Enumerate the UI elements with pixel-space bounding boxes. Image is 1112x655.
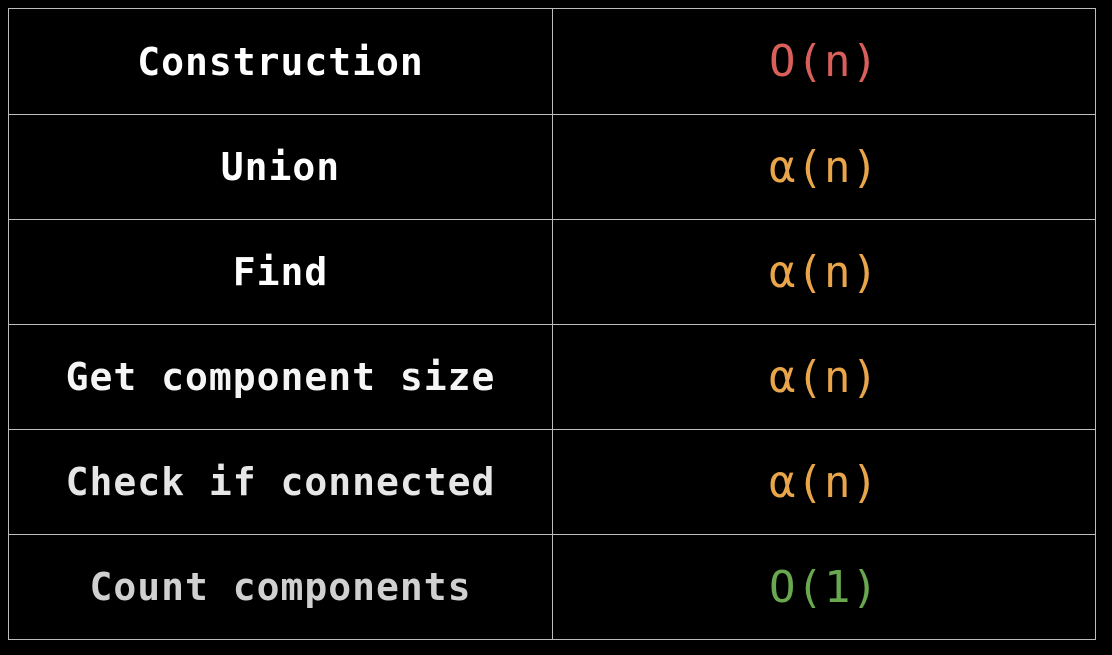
complexity-cell: α(n) — [769, 351, 879, 403]
operation-cell: Find — [9, 220, 553, 324]
table-row: Construction O(n) — [9, 9, 1095, 114]
table-row: Get component size α(n) — [9, 324, 1095, 429]
complexity-cell: α(n) — [769, 141, 879, 193]
operation-cell: Construction — [9, 9, 553, 114]
operation-cell: Get component size — [9, 325, 553, 429]
complexity-cell: O(n) — [769, 36, 879, 87]
complexity-table: Construction O(n) Union α(n) Find α(n) G… — [8, 8, 1096, 640]
complexity-cell: α(n) — [769, 456, 879, 508]
operation-cell: Count components — [9, 535, 553, 639]
table-row: Count components O(1) — [9, 534, 1095, 639]
table-row: Check if connected α(n) — [9, 429, 1095, 534]
operation-cell: Union — [9, 115, 553, 219]
operation-cell: Check if connected — [9, 430, 553, 534]
complexity-cell: α(n) — [769, 246, 879, 298]
table-row: Union α(n) — [9, 114, 1095, 219]
table-row: Find α(n) — [9, 219, 1095, 324]
complexity-cell: O(1) — [769, 561, 879, 613]
